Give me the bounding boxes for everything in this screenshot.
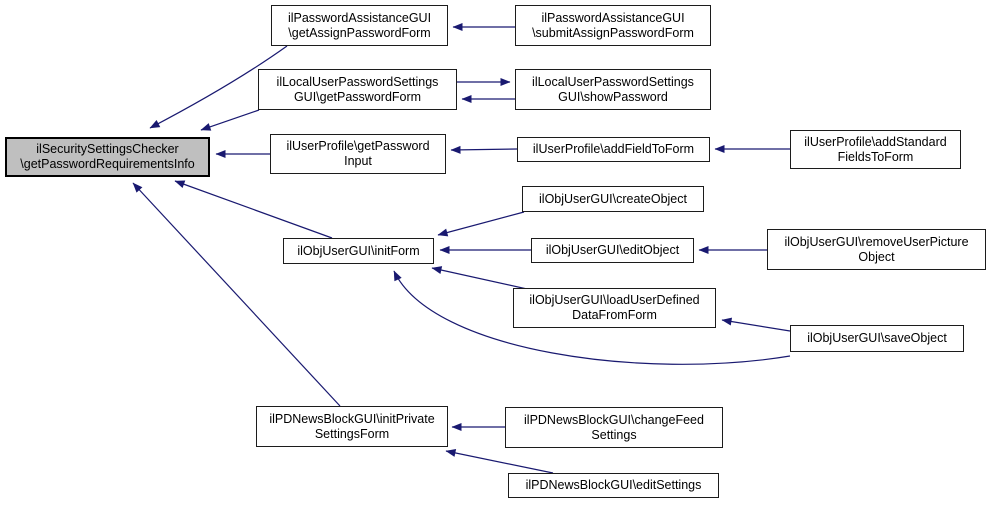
node-label-line: Input	[344, 154, 372, 168]
node-editsettings[interactable]: ilPDNewsBlockGUI\editSettings	[508, 473, 719, 498]
node-label-line: ilObjUserGUI\createObject	[539, 191, 687, 206]
node-label-line: ilObjUserGUI\editObject	[545, 243, 680, 257]
node-getpasswordrequirementsinfo[interactable]: ilSecuritySettingsChecker \getPasswordRe…	[5, 137, 210, 177]
node-editobject[interactable]: ilObjUserGUI\editObject	[531, 238, 694, 263]
node-removeuserpictureobject[interactable]: ilObjUserGUI\removeUserPicture Object	[767, 229, 986, 270]
node-label-line: ilLocalUserPasswordSettings	[532, 74, 694, 89]
node-submitassignpasswordform[interactable]: ilPasswordAssistanceGUI \submitAssignPas…	[515, 5, 711, 46]
node-getassignpasswordform[interactable]: ilPasswordAssistanceGUI \getAssignPasswo…	[271, 5, 448, 46]
node-label-line: ilObjUserGUI\loadUserDefined	[529, 293, 700, 307]
edge-initform-to-main	[174, 180, 333, 239]
node-showpassword[interactable]: ilLocalUserPasswordSettings GUI\showPass…	[515, 69, 711, 110]
node-initform[interactable]: ilObjUserGUI\initForm	[283, 238, 434, 264]
node-label-line: ilUserProfile\addStandard	[804, 134, 947, 149]
edge-createobject-to-initform	[437, 211, 525, 237]
node-label-line: ilUserProfile\getPassword	[286, 139, 430, 153]
node-loaduserdefineddatafromform[interactable]: ilObjUserGUI\loadUserDefined DataFromFor…	[513, 288, 716, 328]
node-label-line: ilUserProfile\addFieldToForm	[532, 142, 695, 156]
node-label-line: ilSecuritySettingsChecker	[36, 142, 179, 156]
node-label-line: ilLocalUserPasswordSettings	[276, 74, 439, 89]
node-label-line: \getPasswordRequirementsInfo	[20, 157, 195, 171]
node-label-line: Settings	[591, 427, 637, 442]
node-label-line: ilPDNewsBlockGUI\changeFeed	[524, 412, 704, 427]
node-changefeedsettings[interactable]: ilPDNewsBlockGUI\changeFeed Settings	[505, 407, 723, 448]
node-label-line: ilPasswordAssistanceGUI	[287, 10, 432, 25]
node-label-line: DataFromForm	[572, 308, 657, 322]
node-label-line: GUI\getPasswordForm	[293, 89, 422, 104]
edge-editsettings-to-initprivatesettingsform	[445, 448, 554, 474]
node-label-line: ilObjUserGUI\saveObject	[807, 331, 947, 345]
node-label-line: ilPDNewsBlockGUI\initPrivate	[269, 411, 435, 426]
node-getpasswordform[interactable]: ilLocalUserPasswordSettings GUI\getPassw…	[258, 69, 457, 110]
node-getpasswordinput[interactable]: ilUserProfile\getPassword Input	[270, 134, 446, 174]
edge-getpasswordform-to-main	[200, 109, 260, 131]
node-label-line: \getAssignPasswordForm	[288, 25, 431, 40]
node-label-line: ilObjUserGUI\removeUserPicture	[784, 234, 969, 249]
node-label-line: ilObjUserGUI\initForm	[297, 243, 420, 258]
node-addfieldtoform[interactable]: ilUserProfile\addFieldToForm	[517, 137, 710, 162]
node-label-line: Object	[858, 249, 895, 264]
node-label-line: ilPDNewsBlockGUI\editSettings	[525, 478, 702, 492]
edge-initprivatesettingsform-to-main	[132, 182, 341, 407]
node-initprivatesettingsform[interactable]: ilPDNewsBlockGUI\initPrivate SettingsFor…	[256, 406, 448, 447]
node-saveobject[interactable]: ilObjUserGUI\saveObject	[790, 325, 964, 352]
node-addstandardfieldstoform[interactable]: ilUserProfile\addStandard FieldsToForm	[790, 130, 961, 169]
node-label-line: ilPasswordAssistanceGUI	[541, 10, 685, 25]
node-label-line: \submitAssignPasswordForm	[532, 25, 694, 40]
edge-addfieldtoform-to-getpasswordinput	[450, 145, 518, 154]
node-label-line: SettingsForm	[314, 426, 390, 441]
edge-saveobject-to-loaduserdefineddatafromform	[721, 317, 791, 332]
node-label-line: FieldsToForm	[837, 149, 914, 164]
node-createobject[interactable]: ilObjUserGUI\createObject	[522, 186, 704, 212]
node-label-line: GUI\showPassword	[558, 89, 668, 104]
edge-loaduserdefineddatafromform-to-initform	[431, 266, 528, 290]
